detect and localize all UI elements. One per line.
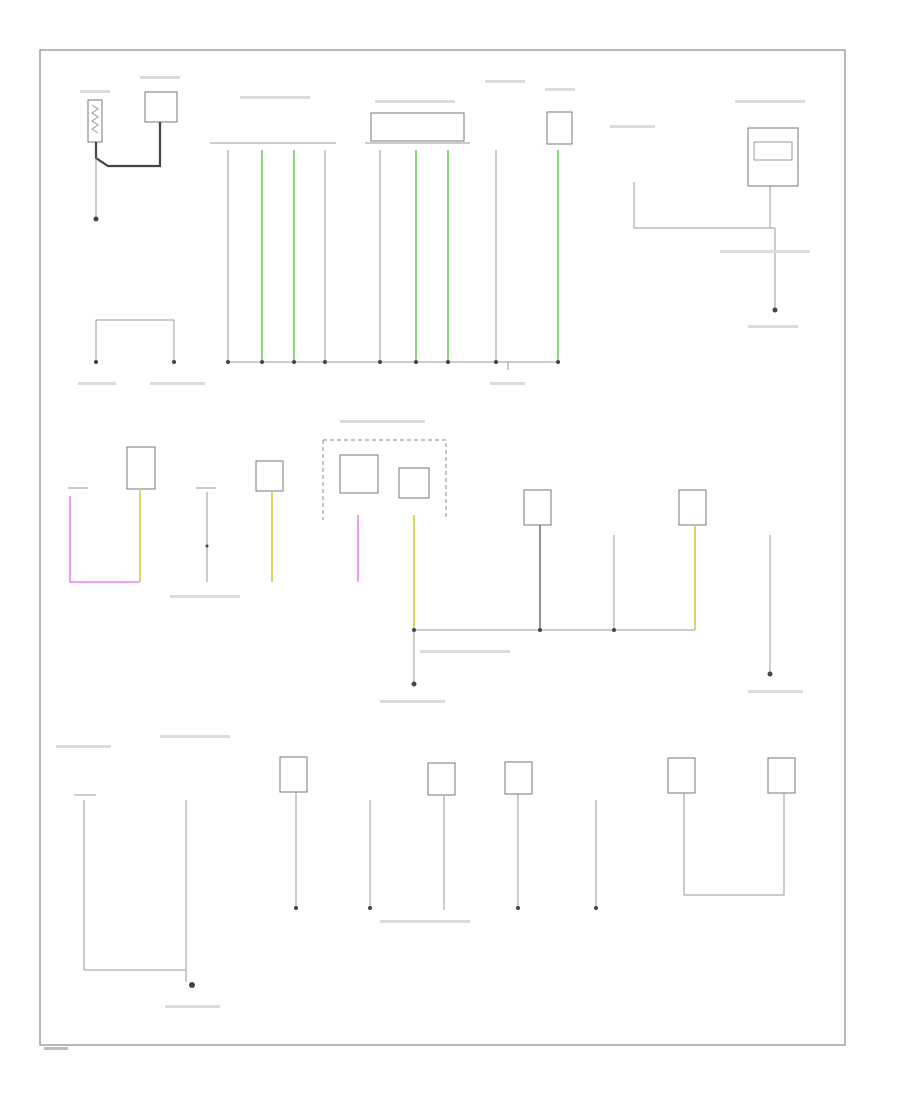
- bottom-module-3: [427, 762, 456, 796]
- bottom-module-1: [279, 756, 308, 793]
- mid-bus-node-2: [612, 628, 616, 632]
- bottom-node-5: [594, 906, 598, 910]
- central-module-group-a: [210, 142, 336, 362]
- battery-coil-symbol: [91, 104, 99, 134]
- pink-wire-left: [69, 496, 140, 583]
- bus-node-6: [414, 360, 418, 364]
- label-mark: [340, 420, 425, 423]
- bottom-module-7: [767, 757, 796, 794]
- label-mark: [375, 100, 455, 103]
- module-d-component: [546, 111, 573, 145]
- bottom-node-4: [516, 906, 520, 910]
- mid-bus-node-1: [538, 628, 542, 632]
- mid-center-ground-point: [411, 681, 417, 687]
- diagram-frame: [39, 49, 846, 1046]
- left-jumper-node-1: [94, 360, 98, 364]
- label-marks: [56, 76, 810, 1008]
- mid-bus-node-3: [412, 628, 416, 632]
- mid-left-module: [126, 446, 156, 490]
- dashed-assembly-group: [322, 439, 447, 632]
- bus-node-8: [494, 360, 498, 364]
- mid-right-module-3: [678, 489, 707, 526]
- starter-relay-component: [144, 91, 178, 123]
- bottom-left-ground: [189, 982, 195, 988]
- label-mark: [80, 90, 110, 93]
- middle-module-2: [196, 487, 216, 582]
- bus-node-9: [556, 360, 560, 364]
- footer-code-mark: [44, 1047, 68, 1050]
- mid-right-modules: [412, 489, 707, 632]
- central-module-group-b: [365, 112, 470, 362]
- label-mark: [150, 382, 205, 385]
- mid-far-right-ground: [767, 671, 773, 677]
- bus-node-4: [323, 360, 327, 364]
- left-jumper-wire: [95, 319, 175, 362]
- label-mark: [160, 735, 230, 738]
- bottom-module-6: [667, 757, 696, 794]
- dashed-left-component: [339, 454, 379, 494]
- label-mark: [610, 125, 655, 128]
- label-mark: [420, 650, 510, 653]
- label-mark: [720, 250, 810, 253]
- dashed-assembly-outline: [322, 439, 447, 520]
- middle-module-3: [255, 460, 284, 582]
- label-mark: [78, 382, 116, 385]
- label-mark: [485, 80, 525, 83]
- bus-node-1: [226, 360, 230, 364]
- battery-starter-group: [87, 91, 178, 222]
- label-mark: [748, 690, 803, 693]
- bottom-node-1: [294, 906, 298, 910]
- dashed-right-component: [398, 467, 430, 499]
- battery-to-starter-wire: [94, 122, 162, 168]
- bottom-module-4: [504, 761, 533, 795]
- top-ground-bus: [226, 360, 560, 370]
- sensor-module-d: [546, 111, 573, 362]
- left-switch-wire: [633, 182, 775, 229]
- label-mark: [240, 96, 310, 99]
- label-mark: [56, 745, 111, 748]
- bottom-node-2: [368, 906, 372, 910]
- right-relay-box: [747, 127, 799, 187]
- top-right-group: [633, 127, 799, 313]
- label-mark: [140, 76, 180, 79]
- middle-left-group: [68, 446, 156, 583]
- label-mark: [380, 700, 445, 703]
- bus-node-5: [378, 360, 382, 364]
- bottom-pair-wire: [683, 793, 785, 896]
- left-ground-jumper: [94, 319, 176, 364]
- mid-far-right: [767, 535, 773, 677]
- left-jumper-node-2: [172, 360, 176, 364]
- label-mark: [748, 325, 798, 328]
- bottom-modules: [279, 756, 796, 910]
- label-mark: [735, 100, 805, 103]
- battery-component: [87, 99, 103, 143]
- bus-node-2: [260, 360, 264, 364]
- module-b-component: [370, 112, 465, 142]
- battery-ground-point: [93, 216, 99, 222]
- label-mark: [545, 88, 575, 91]
- right-ground-point: [772, 307, 778, 313]
- mid-right-module-1: [523, 489, 552, 526]
- bottom-left-wire: [83, 800, 186, 971]
- bottom-left-group: [74, 794, 195, 988]
- label-mark: [170, 595, 240, 598]
- mid-m2-splice: [205, 544, 209, 548]
- bus-node-7: [446, 360, 450, 364]
- label-mark: [380, 920, 470, 923]
- mid-center-ground: [411, 632, 417, 687]
- label-mark: [165, 1005, 220, 1008]
- right-relay-inner: [753, 141, 793, 161]
- bus-node-3: [292, 360, 296, 364]
- mid-m3-component: [255, 460, 284, 492]
- label-mark: [490, 382, 525, 385]
